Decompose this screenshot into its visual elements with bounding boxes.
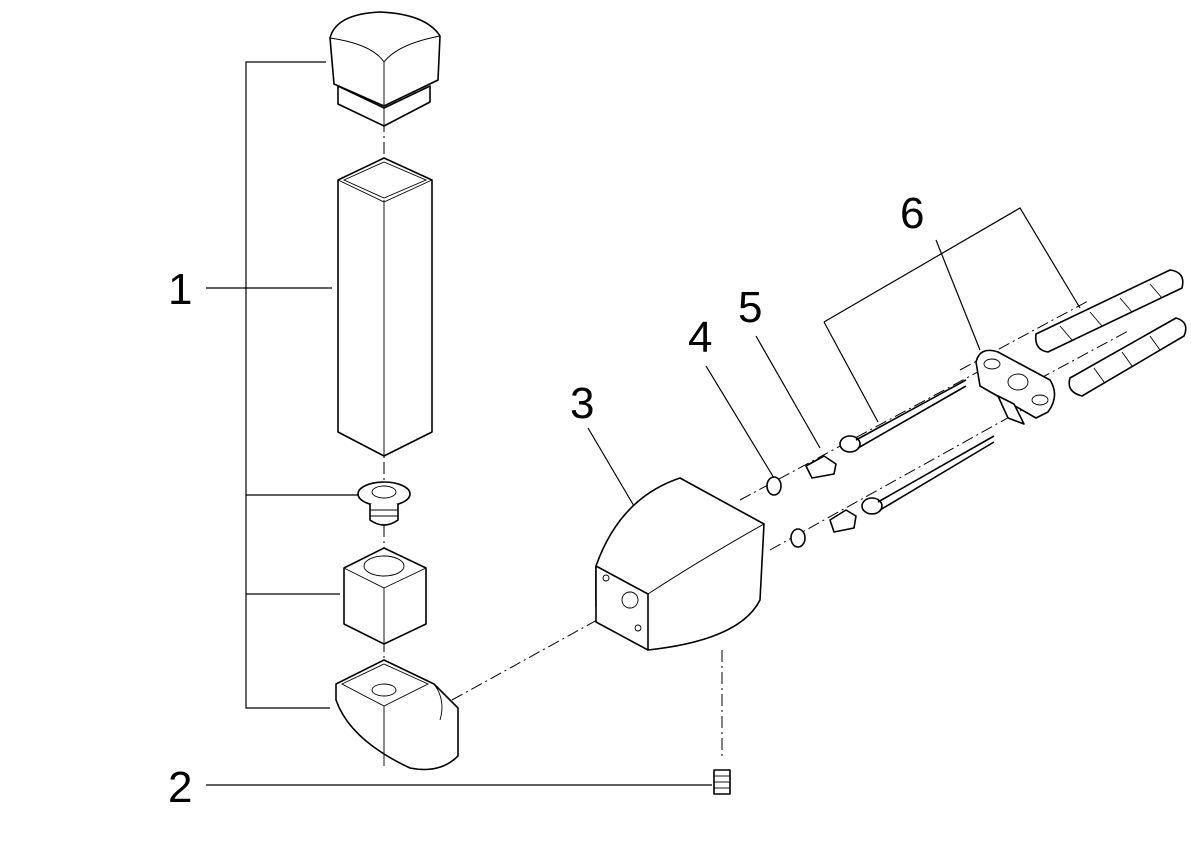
leader-6-bracket <box>823 207 1081 323</box>
axis-lines <box>383 120 1131 760</box>
callout-6: 6 <box>900 189 924 238</box>
wall-bracket <box>595 477 765 651</box>
leader-3 <box>587 427 635 507</box>
callout-3: 3 <box>570 379 594 428</box>
wall-anchors <box>1034 269 1187 397</box>
bracket-1 <box>245 61 330 709</box>
callout-1: 1 <box>168 265 192 314</box>
wood-screws <box>839 379 995 515</box>
leader-4 <box>705 365 775 479</box>
set-screw <box>713 769 731 795</box>
callout-2: 2 <box>168 763 192 812</box>
leader-5 <box>755 335 821 449</box>
square-tube <box>337 157 433 457</box>
callout-4: 4 <box>688 313 712 362</box>
elbow-base <box>335 659 459 771</box>
mounting-plate <box>975 349 1056 425</box>
leader-6 <box>935 239 981 351</box>
post-cap <box>329 11 441 127</box>
leader-lines <box>206 61 1081 786</box>
callout-5: 5 <box>738 283 762 332</box>
machine-screws <box>805 455 857 533</box>
grommet <box>357 481 411 526</box>
washers <box>766 476 806 548</box>
connector-block <box>343 547 427 645</box>
